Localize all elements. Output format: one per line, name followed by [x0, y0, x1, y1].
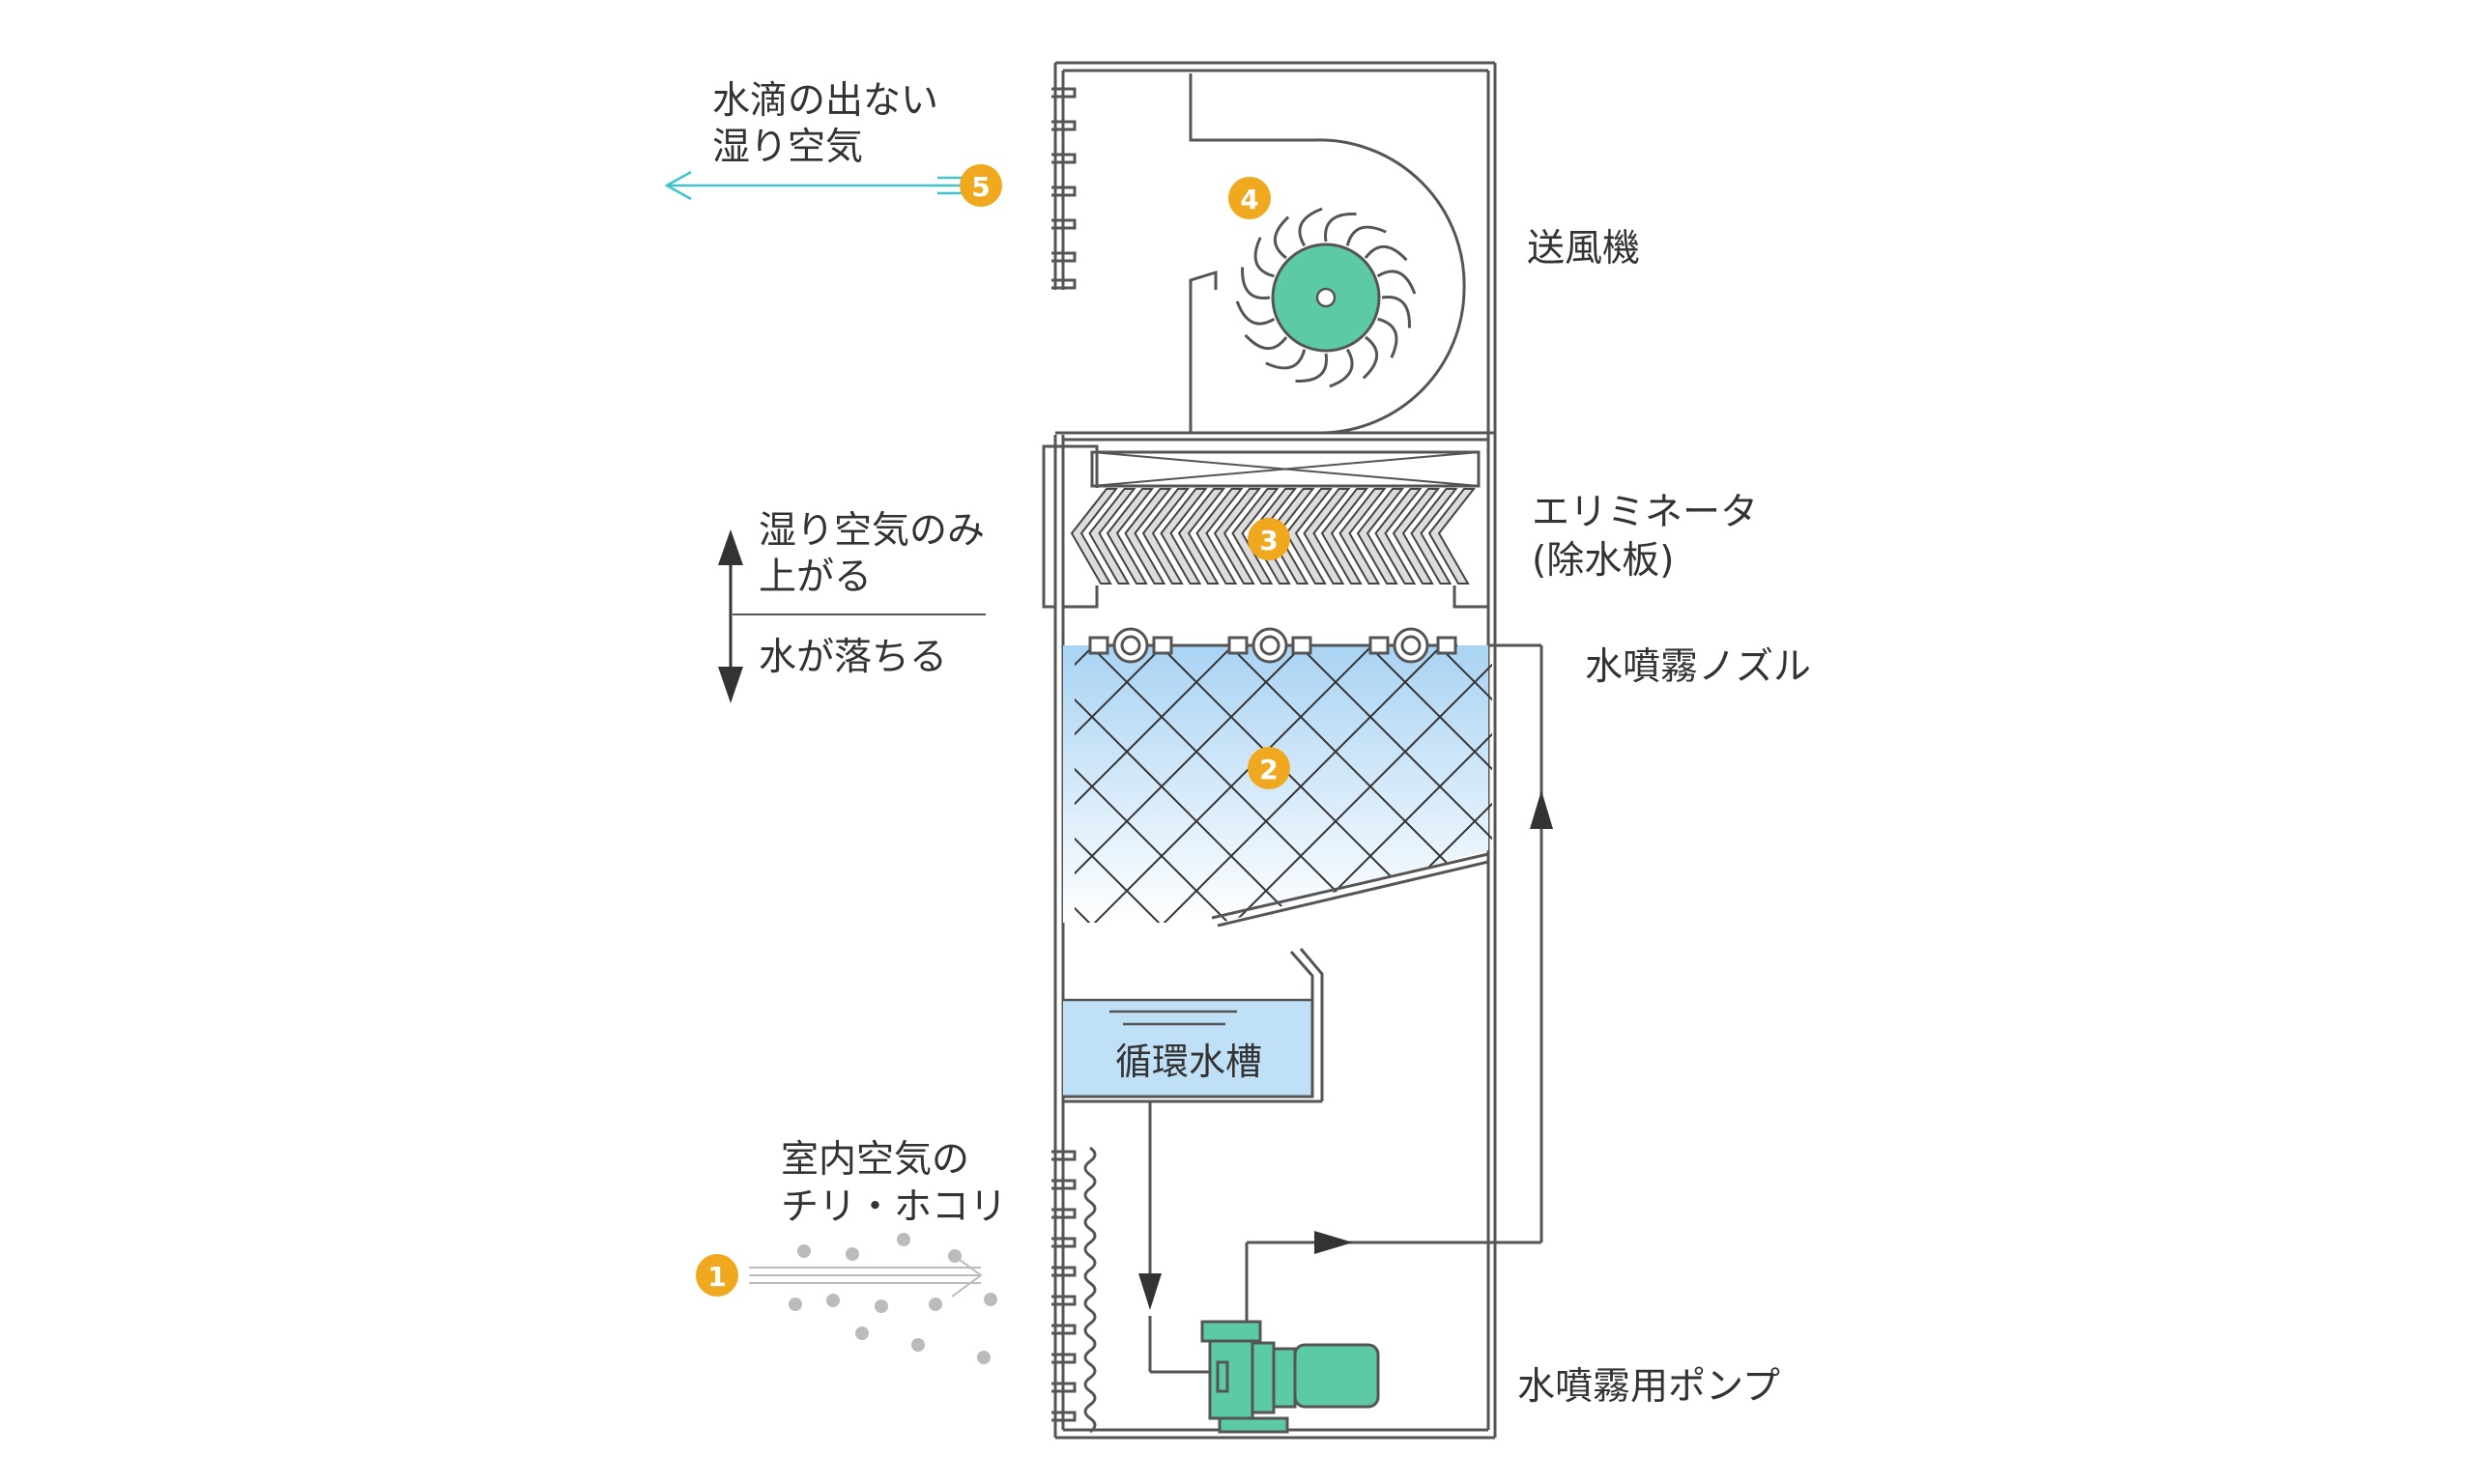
spray-pump [1200, 1320, 1380, 1434]
outlet-louvres [1051, 87, 1077, 290]
inlet-label-line1: 室内空気の [781, 1138, 969, 1182]
rise-fall-indicator [718, 529, 986, 703]
tank-label: 循環水槽 [1115, 1041, 1262, 1083]
eliminator-label-line2: (除水板) [1532, 539, 1674, 583]
svg-text:4: 4 [1240, 184, 1258, 215]
step-marker-2: 2 [1248, 747, 1290, 789]
inlet-arrow [749, 1253, 983, 1298]
blower-label: 送風機 [1527, 227, 1640, 271]
flow-arrows [1138, 790, 1553, 1310]
eliminator-label-line1: エリミネータ [1532, 491, 1758, 534]
pump-label: 水噴霧用ポンプ [1517, 1365, 1780, 1409]
rise-label-line2: 上がる [759, 556, 872, 599]
rise-label-line1: 湿り空気のみ [759, 509, 985, 553]
fall-label: 水が落ちる [759, 636, 947, 679]
inlet-louvres [1051, 1150, 1077, 1422]
outlet-label-line1: 水滴の出ない [712, 79, 938, 123]
blower-fan [1235, 207, 1417, 388]
nozzle-header [1088, 627, 1457, 664]
svg-text:2: 2 [1259, 754, 1278, 785]
outlet-arrow [664, 170, 981, 201]
water-piping [1148, 643, 1543, 1374]
step-marker-3: 3 [1248, 518, 1290, 560]
nozzle-label: 水噴霧ノズル [1585, 645, 1811, 689]
eliminator [1042, 444, 1488, 609]
svg-text:1: 1 [707, 1261, 726, 1293]
inlet-label-line2: チリ・ホコリ [781, 1185, 1007, 1229]
step-marker-1: 1 [696, 1254, 738, 1297]
step-marker-4: 4 [1228, 177, 1271, 219]
inlet-filter [1083, 1146, 1097, 1434]
step-marker-5: 5 [960, 164, 1002, 207]
svg-text:5: 5 [971, 171, 990, 203]
blower-scroll [1189, 73, 1466, 435]
outlet-label-line2: 湿り空気 [712, 126, 863, 169]
circulation-tank: 循環水槽 [1063, 948, 1324, 1103]
svg-text:3: 3 [1259, 525, 1278, 556]
dust-particles [789, 1233, 997, 1364]
